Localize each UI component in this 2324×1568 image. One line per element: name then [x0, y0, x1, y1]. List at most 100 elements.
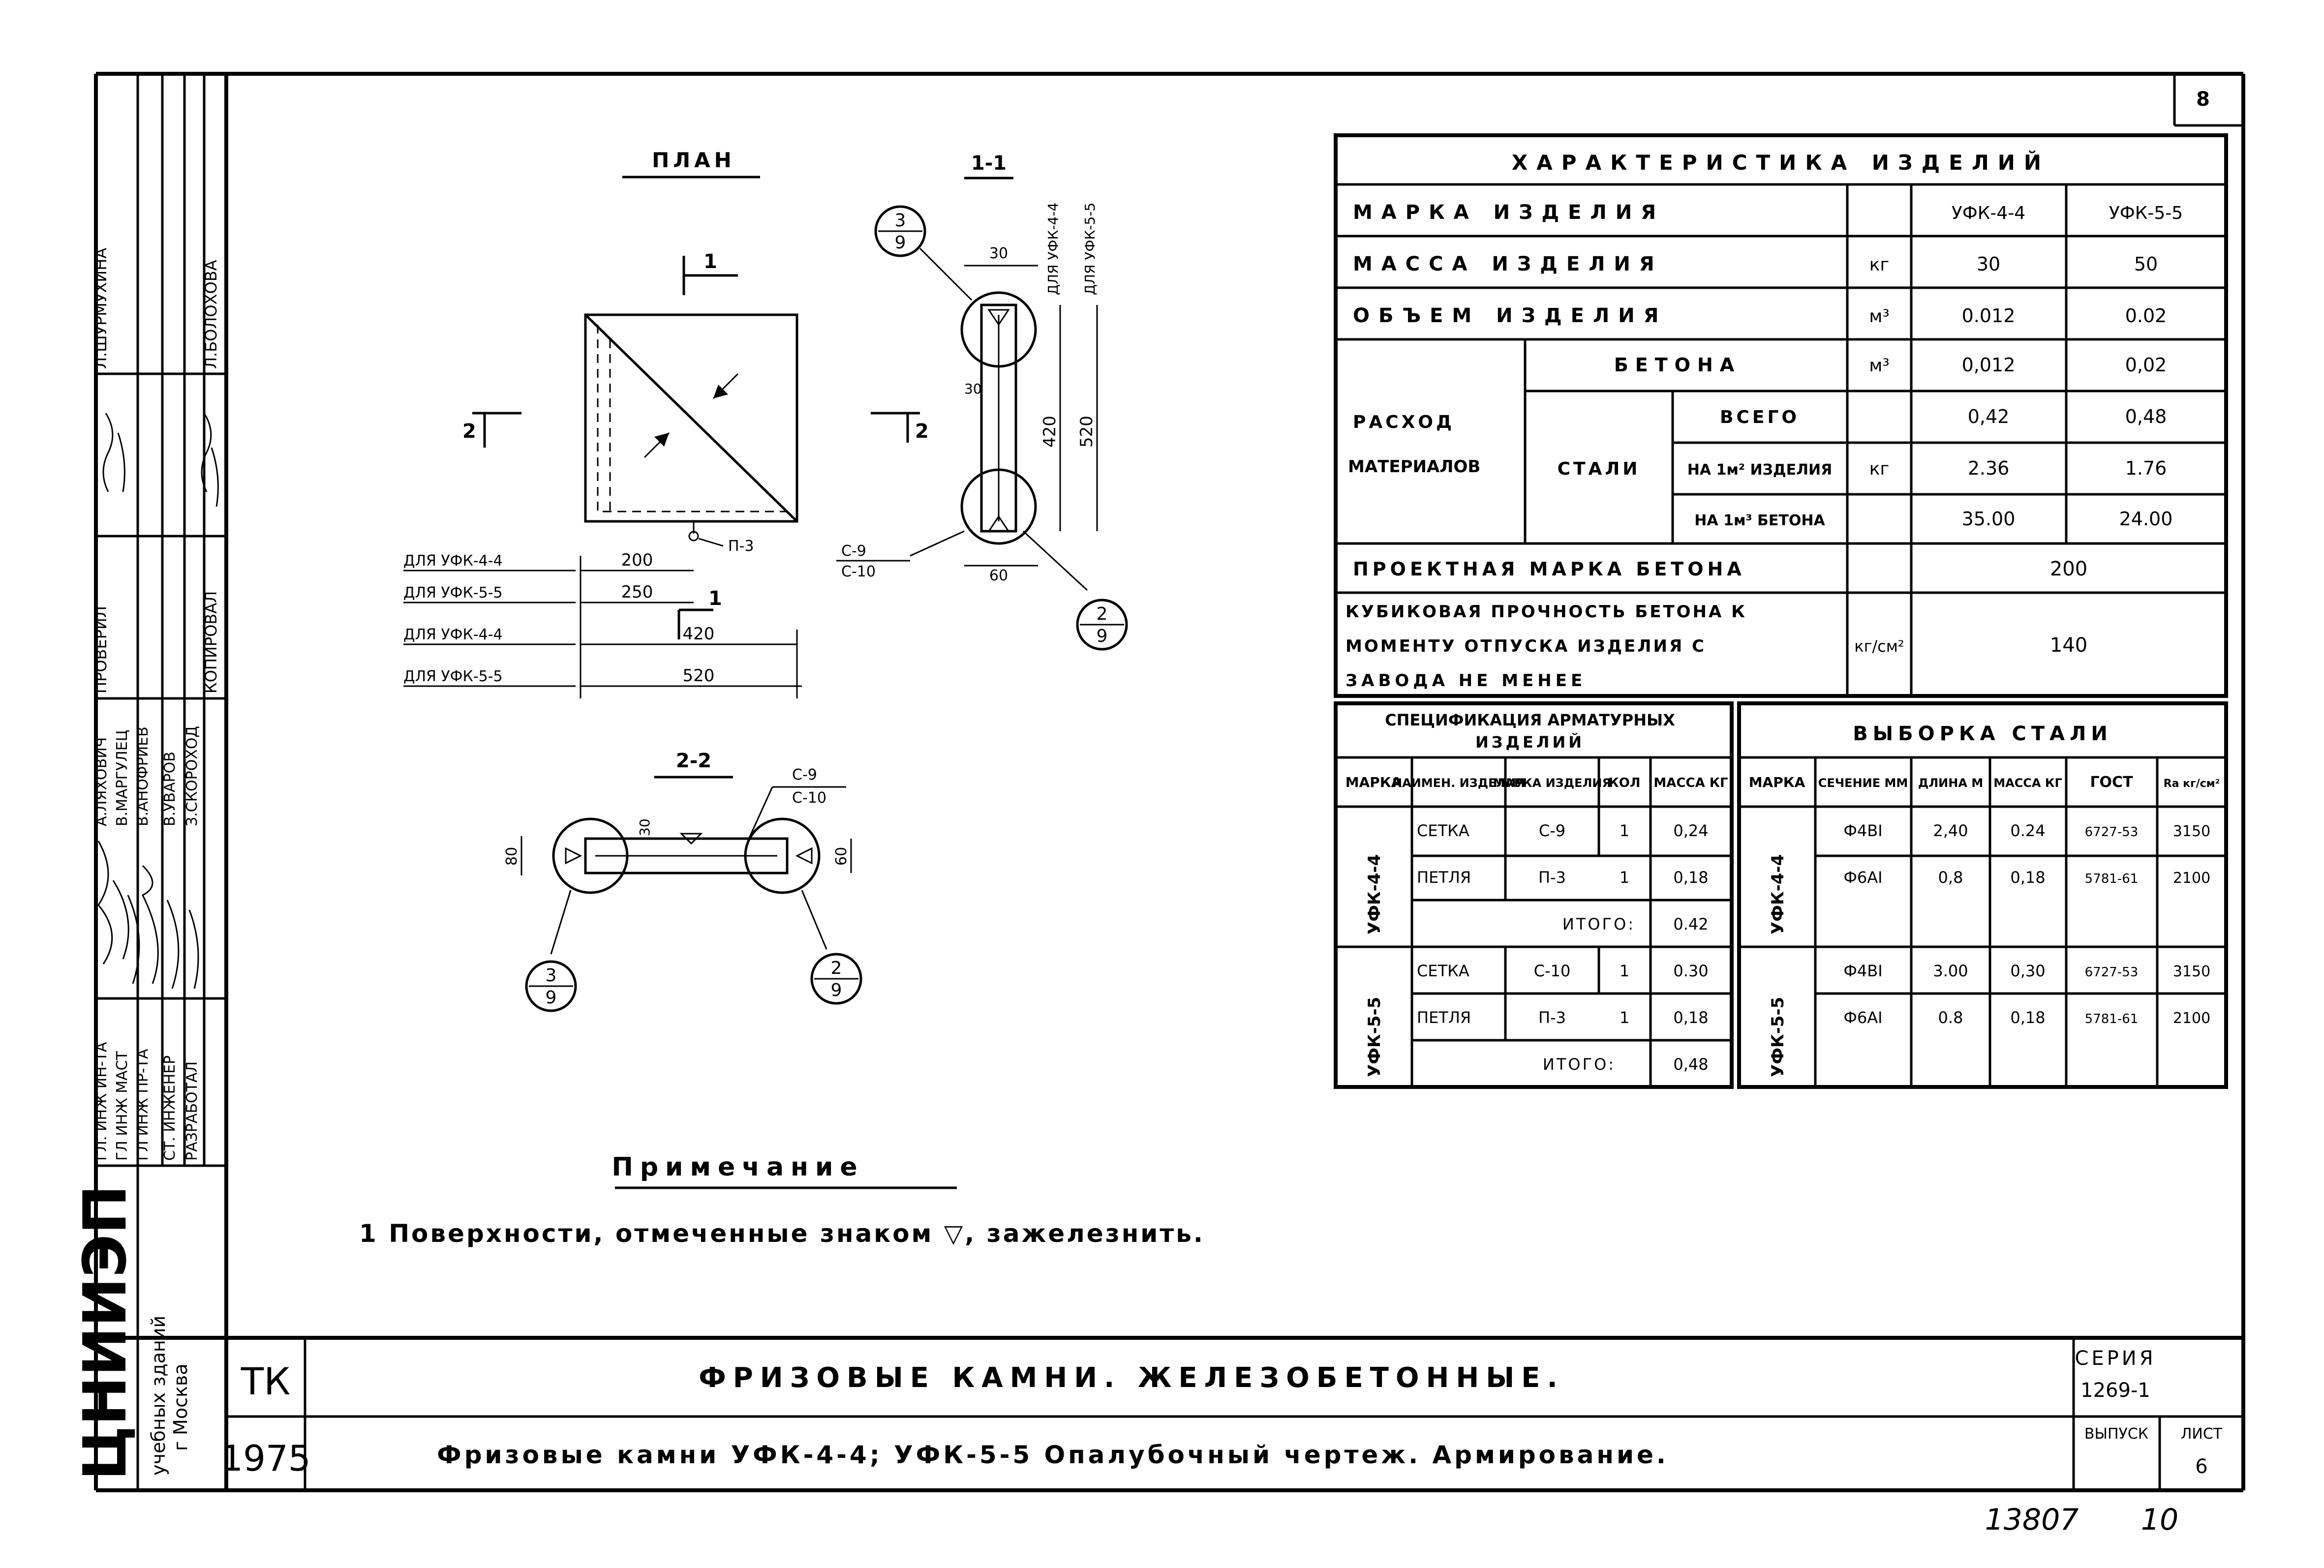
footer-code: 13807 [1985, 1503, 2079, 1537]
dim-520: 520 [683, 666, 715, 686]
steel-header-mark: МАРКА [1749, 774, 1805, 790]
spec-b2-name: ПЕТЛЯ [1417, 1008, 1471, 1027]
callout-c-top: 3 [546, 965, 557, 986]
stamp-name-2: В.МАРГУЛЕЦ [114, 730, 131, 826]
cube-label-1: КУБИКОВАЯ ПРОЧНОСТЬ БЕТОНА К [1345, 602, 1747, 622]
sheet-label: ЛИСТ [2181, 1425, 2223, 1443]
spec-a1-mark: С-9 [1539, 821, 1565, 840]
spec-title-2: ИЗДЕЛИЙ [1475, 733, 1585, 752]
per-m3-a: 35.00 [1962, 508, 2016, 530]
cube-label-3: ЗАВОДА НЕ МЕНЕЕ [1345, 671, 1586, 691]
consumption-label-2: МАТЕРИАЛОВ [1348, 457, 1480, 477]
dim-label-ufk44-2: ДЛЯ УФК-4-4 [403, 626, 503, 643]
callout-b-bottom: 9 [1097, 626, 1108, 646]
note-title: Примечание [612, 1152, 864, 1182]
label-for-ufk55: ДЛЯ УФК-5-5 [1082, 203, 1098, 295]
steel-total-label: ВСЕГО [1720, 407, 1800, 427]
spec-group-a: УФК-4-4 [1365, 854, 1384, 935]
label-for-ufk44: ДЛЯ УФК-4-4 [1045, 203, 1061, 295]
spec-title-1: СПЕЦИФИКАЦИЯ АРМАТУРНЫХ [1385, 711, 1675, 729]
plan-title: ПЛАН [652, 148, 735, 172]
dim-30-side: 30 [964, 381, 982, 397]
dim-420-vertical: 420 [1040, 416, 1060, 448]
checked-label: ПРОВЕРИЛ [92, 606, 110, 694]
steel-header-ra: Ra кг/см² [2164, 778, 2220, 790]
cut-2-section: 2 [915, 420, 929, 443]
mass-b: 50 [2134, 253, 2158, 275]
volume-unit: м³ [1869, 306, 1890, 327]
mass-unit: кг [1869, 255, 1890, 275]
concrete-label: БЕТОНА [1614, 354, 1741, 376]
spec-b-total-label: ИТОГО: [1543, 1055, 1616, 1074]
cube-label-2: МОМЕНТУ ОТПУСКА ИЗДЕЛИЯ С [1345, 636, 1706, 656]
plan-view: ПЛАН 1 2 1 П-3 ДЛЯ УФК-4-4 200 ДЛЯ УФК-5… [403, 148, 802, 698]
steel-b2-mass: 0,18 [2010, 1008, 2045, 1027]
spec-a-total: 0.42 [1673, 915, 1708, 934]
concrete-a: 0,012 [1962, 354, 2016, 376]
per-m3-label: НА 1м³ БЕТОНА [1694, 512, 1825, 529]
copied-name: Л.БОЛОХОВА [202, 260, 220, 369]
mass-label: МАССА ИЗДЕЛИЯ [1353, 253, 1663, 275]
steel-header-length: ДЛИНА М [1918, 776, 1983, 790]
stamp-roles: ГЛ. ИНЖ ИН-ТА ГЛ ИНЖ МАСТ ГЛ ИНЖ ПР-ТА С… [93, 1042, 201, 1161]
issue-label: ВЫПУСК [2084, 1425, 2148, 1443]
cut-2-left: 2 [462, 420, 476, 443]
steel-b1-section: Ф4ВI [1843, 962, 1882, 980]
spec-header-qty: КОЛ [1609, 776, 1641, 790]
title-block: ТК 1975 ФРИЗОВЫЕ КАМНИ. ЖЕЛЕЗОБЕТОННЫЕ. … [220, 1347, 2222, 1479]
callout-d-bottom: 9 [831, 980, 842, 1000]
mesh-label-22-c9: С-9 [792, 766, 817, 784]
concrete-unit: м³ [1869, 356, 1890, 376]
sheet-value: 6 [2195, 1455, 2207, 1478]
stamp-role-1: ГЛ. ИНЖ ИН-ТА [93, 1042, 110, 1161]
design-grade-value: 200 [2050, 558, 2087, 580]
mesh-label-c10: С-10 [841, 563, 876, 580]
dim-60-bottom: 60 [989, 567, 1008, 584]
title-line-1: ФРИЗОВЫЕ КАМНИ. ЖЕЛЕЗОБЕТОННЫЕ. [699, 1362, 1564, 1394]
per-m2-b: 1.76 [2125, 457, 2167, 479]
steel-b2-section: Ф6АI [1843, 1008, 1882, 1027]
section-2-2: 2-2 80 60 30 С-9 С-10 3 9 2 9 [503, 750, 862, 1012]
volume-a: 0.012 [1962, 305, 2016, 327]
spec-b1-name: СЕТКА [1417, 962, 1469, 980]
series-label: СЕРИЯ [2075, 1347, 2156, 1370]
spec-a-total-label: ИТОГО: [1562, 915, 1635, 934]
steel-a2-ra: 2100 [2173, 870, 2210, 887]
steel-a1-mass: 0.24 [2010, 821, 2045, 840]
steel-b2-length: 0.8 [1938, 1008, 1963, 1027]
signature-marks [97, 413, 219, 989]
sheet-number: 8 [2196, 88, 2210, 111]
steel-b1-gost: 6727-53 [2085, 965, 2139, 980]
checked-name: Л.ШУРМУХИНА [92, 248, 110, 369]
volume-b: 0.02 [2125, 305, 2167, 327]
steel-selection-table: ВЫБОРКА СТАЛИ МАРКА СЕЧЕНИЕ ММ ДЛИНА М М… [1737, 701, 2228, 1089]
title-line-2: Фризовые камни УФК-4-4; УФК-5-5 Опалубоч… [437, 1441, 1669, 1469]
volume-label: ОБЪЕМ ИЗДЕЛИЯ [1353, 304, 1667, 327]
callout-a-bottom: 9 [895, 233, 906, 253]
dim-200: 200 [621, 550, 653, 570]
mark-b: УФК-5-5 [2109, 203, 2183, 223]
dim-80: 80 [503, 847, 520, 866]
year: 1975 [220, 1438, 310, 1479]
tk-code: ТК [241, 1359, 290, 1403]
spec-header-item-mark: МАРКА ИЗДЕЛИЯ [1493, 776, 1611, 790]
steel-a1-length: 2,40 [1933, 821, 1968, 840]
steel-a2-gost: 5781-61 [2085, 872, 2139, 886]
stamp-name-4: В.УВАРОВ [161, 752, 179, 826]
per-m2-a: 2.36 [1968, 457, 2010, 479]
dim-30-top: 30 [989, 245, 1008, 262]
spec-group-b: УФК-5-5 [1365, 997, 1384, 1077]
callout-d-top: 2 [831, 958, 842, 978]
steel-a1-gost: 6727-53 [2085, 825, 2139, 840]
per-m2-label: НА 1м² ИЗДЕЛИЯ [1687, 461, 1833, 479]
spec-header-mark: МАРКА [1345, 774, 1402, 790]
spec-a2-qty: 1 [1620, 868, 1629, 887]
mass-a: 30 [1977, 253, 2000, 275]
steel-group-b: УФК-5-5 [1768, 997, 1788, 1077]
stamp-names: А.ЛЯХОВИЧ В.МАРГУЛЕЦ В.АНОФРИЕВ В.УВАРОВ… [93, 726, 201, 826]
callout-c-bottom: 9 [546, 988, 557, 1008]
stamp-name-3: В.АНОФРИЕВ [134, 726, 152, 826]
spec-header-name: НАИМЕН. ИЗДЕЛИЯ [1392, 776, 1525, 790]
section-11-title: 1-1 [971, 152, 1007, 175]
